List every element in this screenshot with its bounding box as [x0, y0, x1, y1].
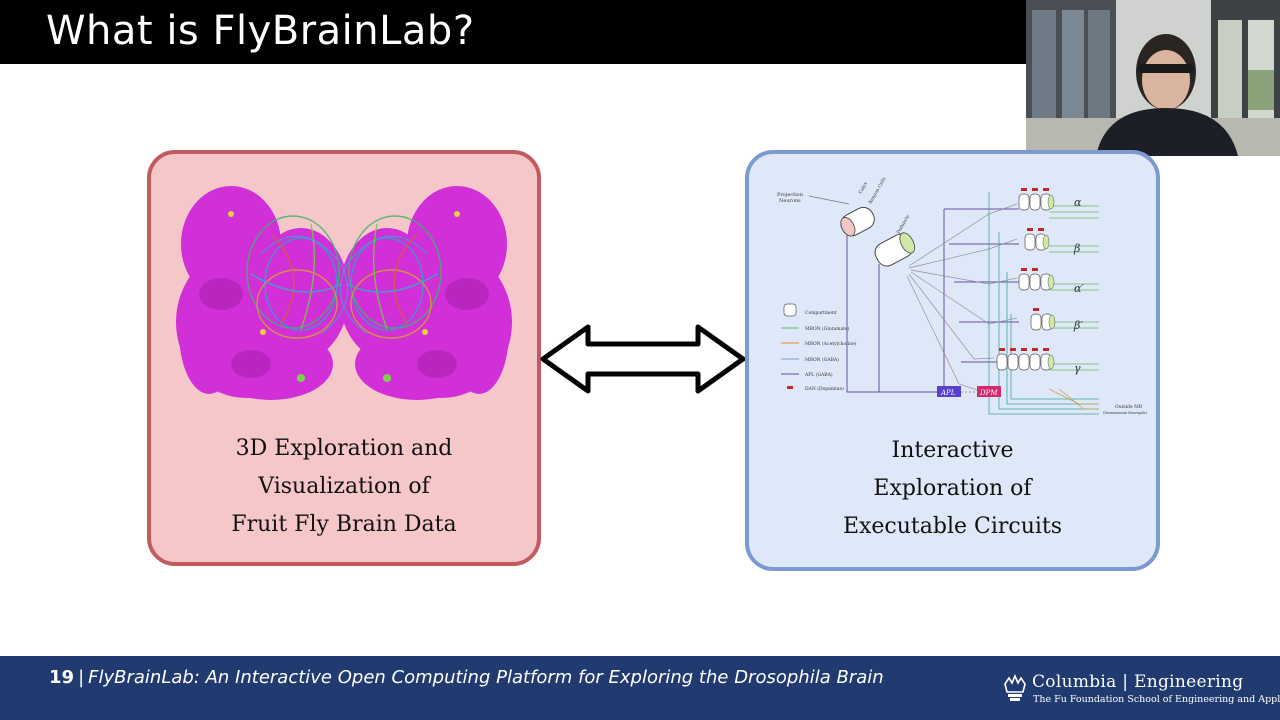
footer-separator: |: [78, 667, 85, 688]
circuit-panel: Projection Neurons Calyx Kenyon Cells Pe…: [745, 150, 1160, 571]
left-panel-caption: 3D Exploration and Visualization of Frui…: [151, 430, 537, 544]
logo-name: Columbia | Engineering: [1032, 672, 1244, 692]
legend-compartment: Compartment: [805, 310, 837, 316]
caption-line: Interactive: [891, 438, 1014, 463]
brain-data-panel: 3D Exploration and Visualization of Frui…: [147, 150, 541, 566]
webcam-image: [1026, 0, 1280, 156]
diagram-peduncle-label: Peduncle: [896, 214, 912, 235]
diagram-input-label: Neurons: [779, 198, 801, 204]
legend-mbon-acetylcholine: MBON (Acetylcholine): [805, 340, 857, 347]
outside-mb-label: Outside MB: [1115, 404, 1143, 410]
legend-mbon-glutamate: MBON (Glutamate): [805, 325, 850, 332]
apl-node-label: APL: [940, 389, 956, 397]
legend-dan-dopamine: DAN (Dopamine): [805, 385, 844, 392]
logo-subtitle: The Fu Foundation School of Engineering …: [1033, 694, 1280, 705]
caption-line: Executable Circuits: [842, 514, 1063, 539]
dpm-node-label: DPM: [979, 389, 998, 397]
lobe-alpha-label: α: [1074, 196, 1082, 209]
columbia-engineering-logo: Columbia | Engineering The Fu Foundation…: [1002, 670, 1280, 710]
lobe-beta-prime-label: β′: [1073, 319, 1083, 332]
slide-footer: 19|FlyBrainLab: An Interactive Open Comp…: [0, 656, 1280, 720]
caption-line: Fruit Fly Brain Data: [231, 512, 457, 537]
page-number: 19: [49, 667, 75, 688]
slide-title: What is FlyBrainLab?: [46, 8, 475, 54]
fly-brain-rendering: [176, 186, 512, 400]
presenter-webcam: [1026, 0, 1280, 156]
talk-title: FlyBrainLab: An Interactive Open Computi…: [88, 667, 884, 688]
crown-icon: [1004, 674, 1026, 701]
caption-line: 3D Exploration and: [235, 436, 453, 461]
legend-mbon-gaba: MBON (GABA): [805, 356, 839, 363]
caption-line: Exploration of: [873, 476, 1032, 501]
right-panel-caption: Interactive Exploration of Executable Ci…: [749, 432, 1156, 546]
mushroom-body-circuit-diagram: Projection Neurons Calyx Kenyon Cells Pe…: [777, 176, 1147, 415]
footer-caption: 19|FlyBrainLab: An Interactive Open Comp…: [49, 667, 884, 688]
legend-apl-gaba: APL (GABA): [804, 371, 833, 378]
diagram-calyx-label: Calyx: [858, 181, 870, 195]
outside-mb-sublabel: (Downstream Neuropils): [1103, 411, 1147, 415]
lobe-beta-label: β: [1073, 242, 1080, 255]
lobe-alpha-prime-label: α′: [1074, 282, 1084, 295]
diagram-kc-label: Kenyon Cells: [868, 176, 888, 205]
lobe-gamma-label: γ: [1074, 362, 1081, 375]
caption-line: Visualization of: [258, 474, 430, 499]
diagram-input-label: Projection: [777, 192, 804, 198]
double-arrow-icon: [540, 324, 746, 394]
